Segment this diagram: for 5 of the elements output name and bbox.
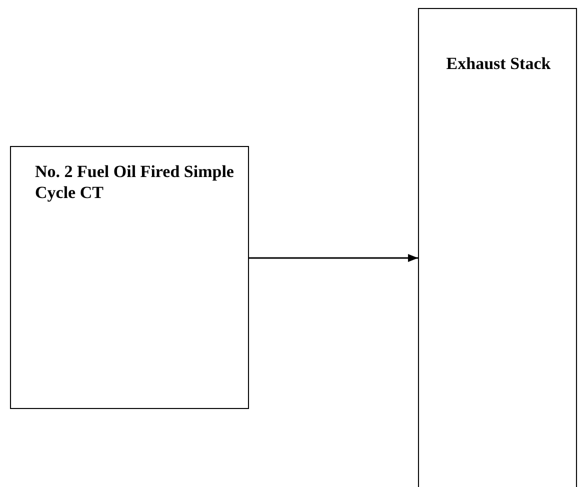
- arrow: [249, 254, 418, 262]
- box-label: No. 2 Fuel Oil Fired Simple Cycle CT: [35, 161, 235, 203]
- process-box: [10, 146, 249, 409]
- process-box: [418, 8, 577, 487]
- box-label: Exhaust Stack: [445, 53, 552, 74]
